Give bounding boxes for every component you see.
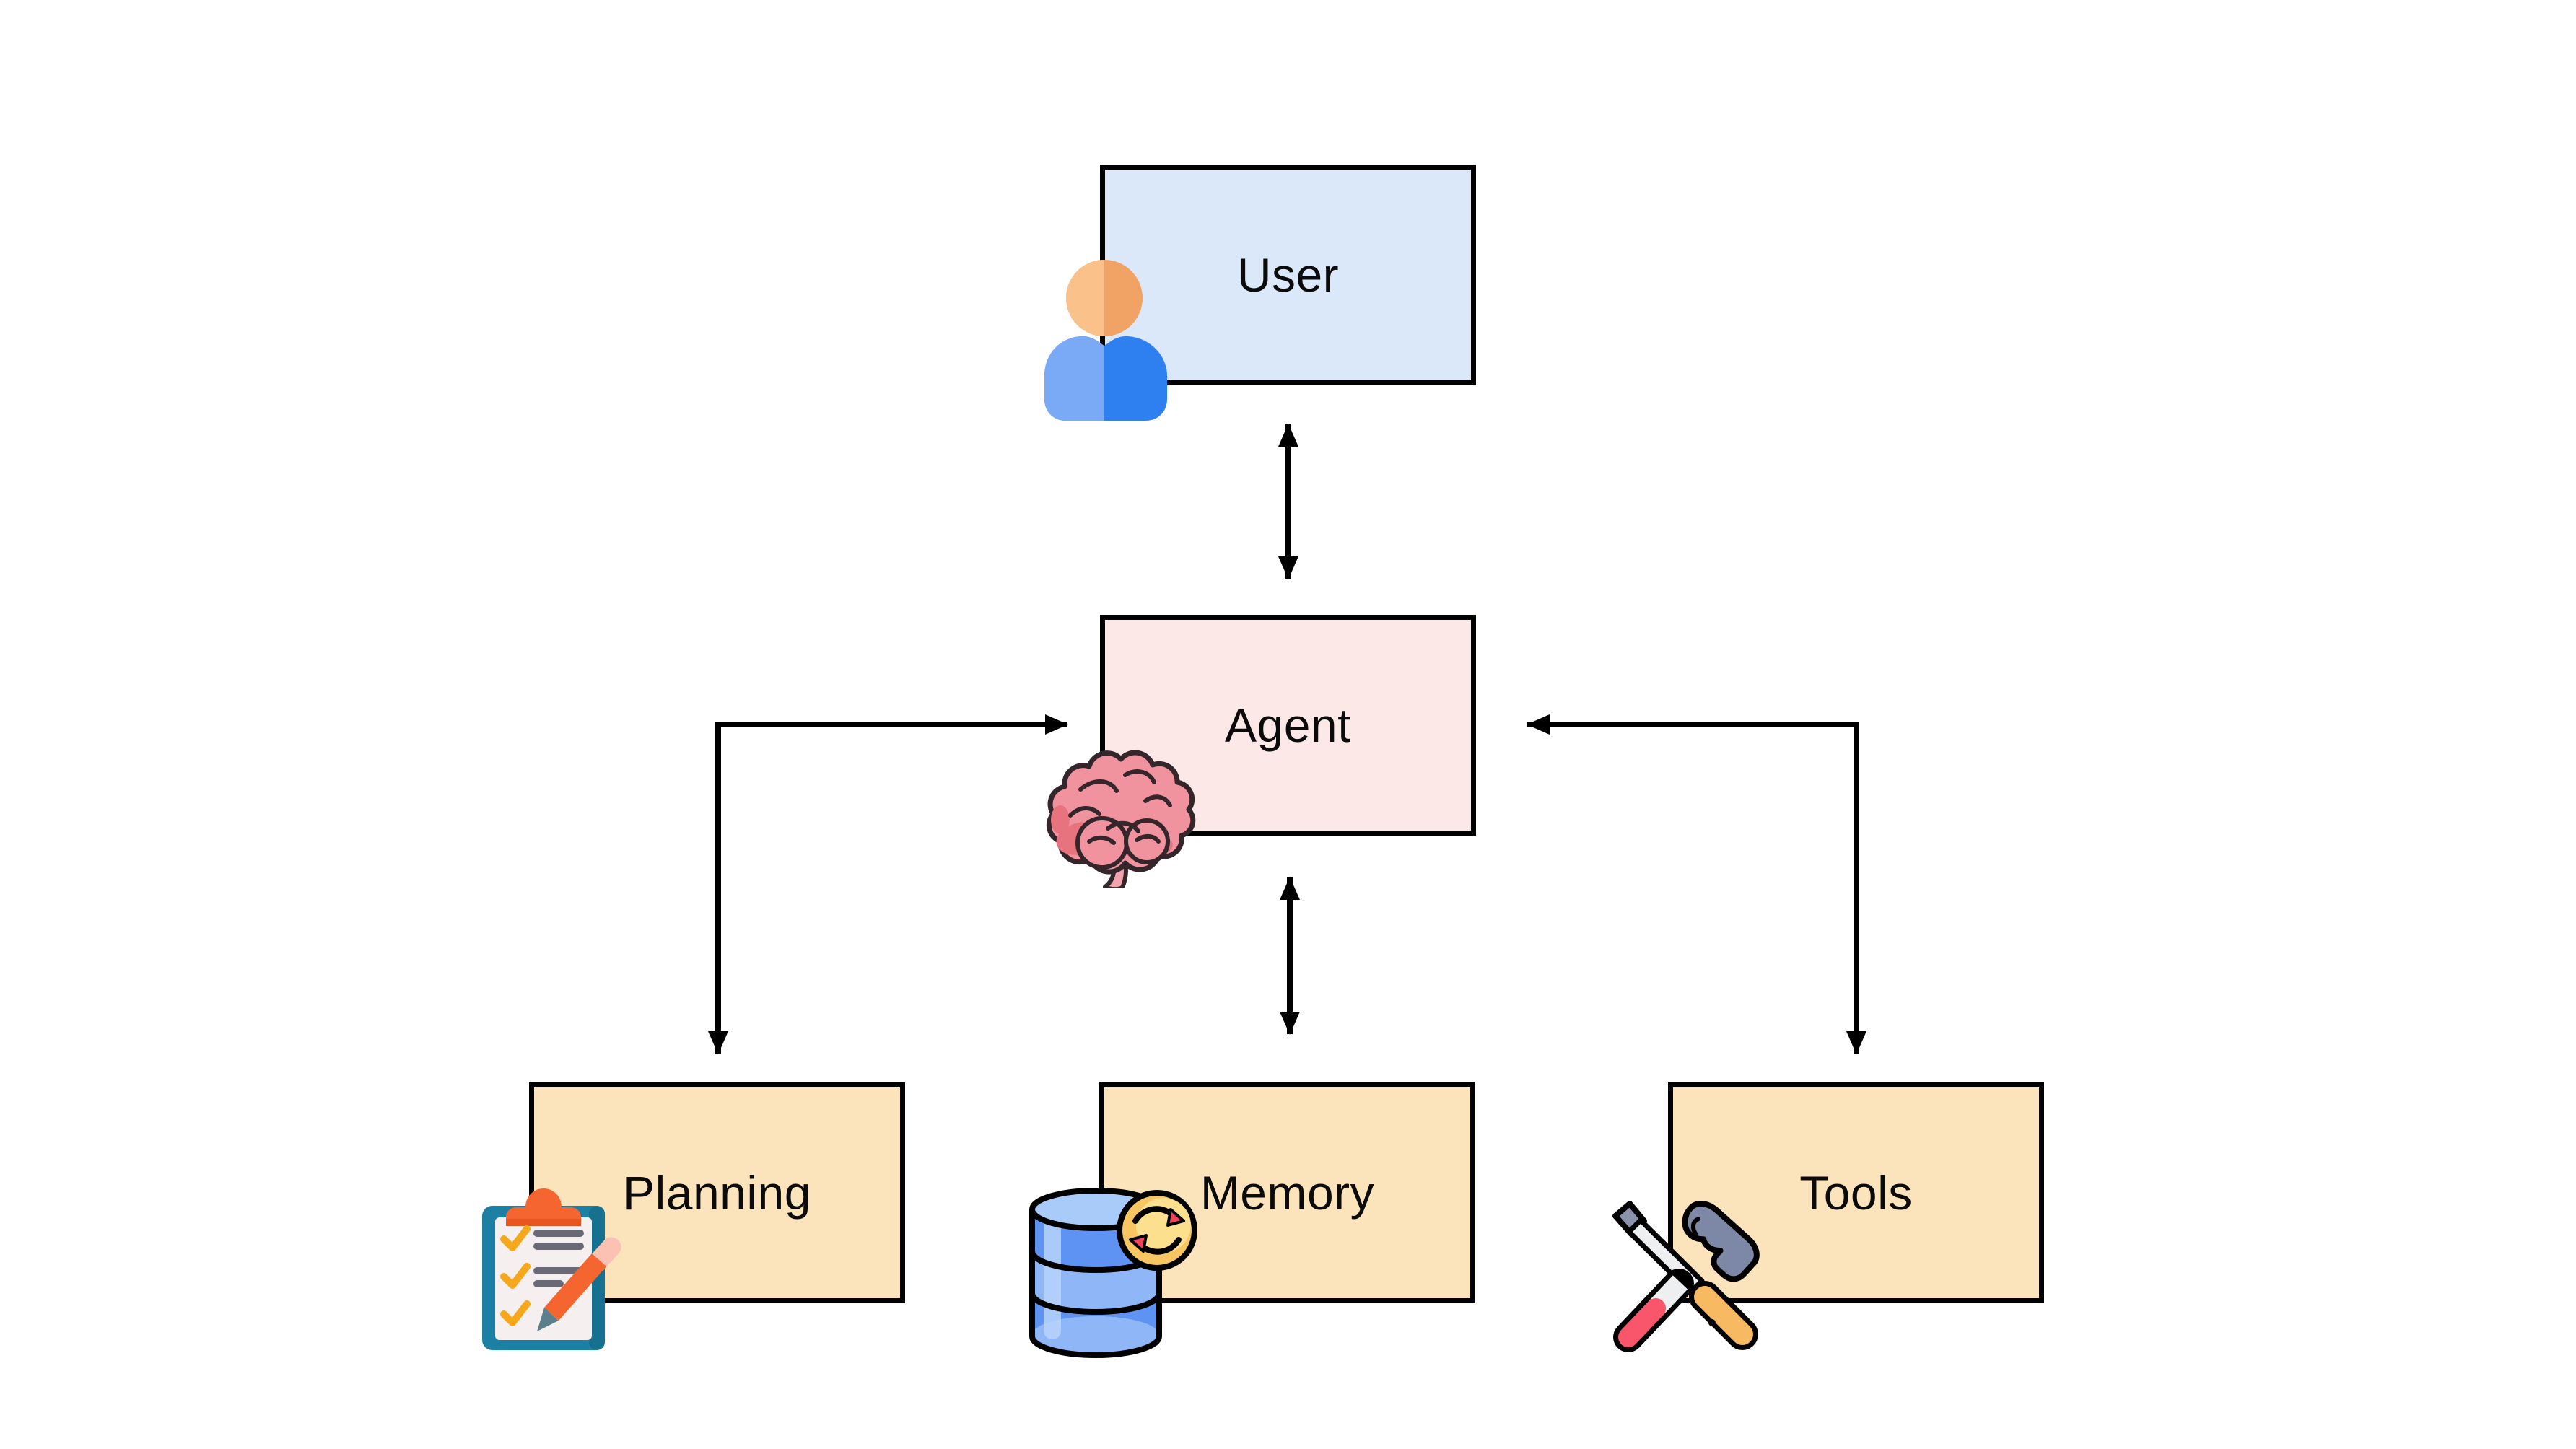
clipboard-checklist-icon bbox=[482, 1188, 621, 1350]
person-icon bbox=[1044, 260, 1167, 421]
node-tools: Tools bbox=[1668, 1082, 2044, 1303]
node-tools-label: Tools bbox=[1799, 1166, 1913, 1220]
node-user-label: User bbox=[1236, 248, 1340, 302]
edge-agent-planning bbox=[708, 714, 1068, 1054]
node-user: User bbox=[1100, 165, 1476, 385]
brain-icon bbox=[1046, 750, 1196, 888]
node-memory-label: Memory bbox=[1200, 1166, 1375, 1220]
node-planning-label: Planning bbox=[623, 1166, 811, 1220]
database-sync-icon bbox=[1029, 1188, 1197, 1358]
node-agent-label: Agent bbox=[1225, 699, 1351, 752]
edge-agent-tools bbox=[1527, 714, 1866, 1054]
hammer-screwdriver-icon bbox=[1612, 1201, 1760, 1352]
